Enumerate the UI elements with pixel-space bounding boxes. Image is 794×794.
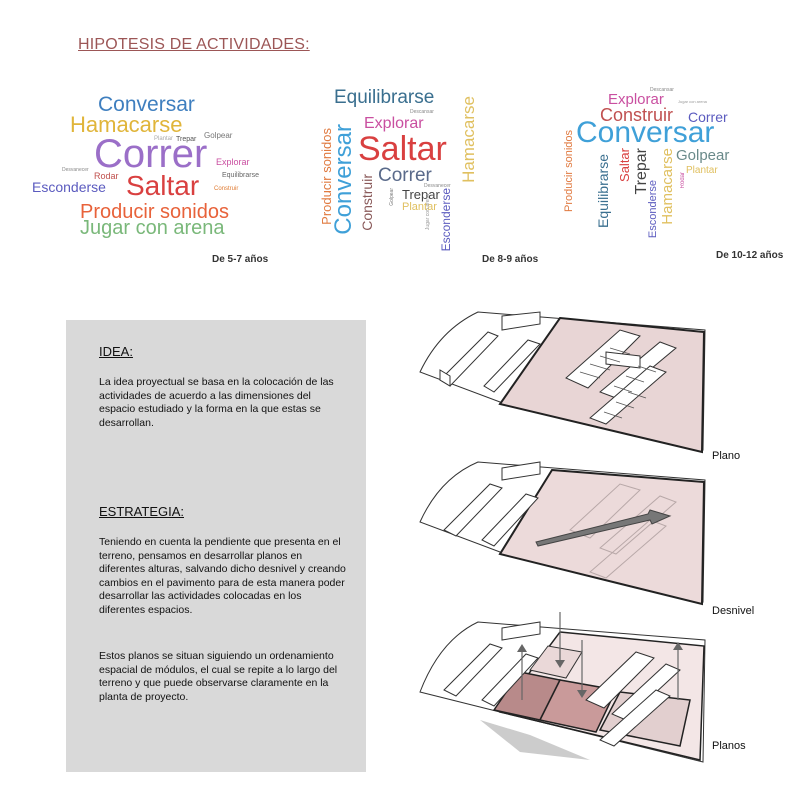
cloud-word: Correr	[94, 132, 208, 176]
cloud-word: Desvanecer	[62, 167, 89, 173]
page-title: HIPOTESIS DE ACTIVIDADES:	[78, 36, 310, 53]
cloud-word: Jugar con arena	[80, 217, 225, 239]
idea-body: La idea proyectual se basa en la colocac…	[99, 376, 334, 429]
word-cloud-10-12: Descansar Explorar Jugar con arena Const…	[560, 84, 740, 264]
cloud-word: Equilibrarse	[334, 87, 435, 108]
cloud-word: Rodar	[94, 171, 119, 181]
diagram-label-desnivel: Desnivel	[712, 605, 755, 617]
cloud-word: Correr	[688, 109, 728, 125]
cloud-caption: De 10-12 años	[716, 250, 784, 261]
cloud-word: Desvanecer	[424, 183, 451, 189]
diagram-label-plano: Plano	[712, 450, 741, 462]
cloud-word: Plantar	[402, 201, 437, 213]
cloud-word: Conversar	[98, 93, 195, 116]
diagram-plano	[419, 311, 706, 454]
word-cloud-5-7: Conversar Hamacarse Correr Golpear Trepa…	[30, 90, 280, 270]
cloud-word: Conversar	[576, 116, 715, 149]
cloud-word: Producir sonidos	[80, 201, 229, 223]
cloud-word: Plantar	[154, 136, 174, 142]
cloud-word: Hamacarse	[70, 112, 183, 137]
diagram-planos	[419, 612, 706, 763]
cloud-word: Correr	[378, 165, 432, 186]
word-cloud-8-9: Equilibrarse Hamacarse Descansar Explora…	[319, 84, 490, 264]
cloud-caption: De 5-7 años	[212, 254, 269, 265]
cloud-word: Saltar	[126, 170, 200, 201]
cloud-word: Golpear	[204, 131, 233, 140]
cloud-word: Equilibrarse	[222, 172, 259, 179]
cloud-word: Explorar	[608, 91, 664, 108]
cloud-word: Construir	[600, 105, 674, 125]
cloud-word: Trepar	[176, 136, 197, 143]
diagram-label-planos: Planos	[712, 740, 746, 752]
estrategia-body-2: Estos planos se situan siguiendo un orde…	[99, 650, 338, 703]
cloud-caption: De 8-9 años	[482, 254, 539, 265]
cloud-word: Descansar	[650, 87, 674, 93]
cloud-word: Golpear	[676, 147, 730, 164]
cloud-word: Saltar	[358, 130, 447, 168]
cloud-word: Explorar	[364, 115, 424, 132]
cloud-word: Construir	[214, 186, 239, 192]
cloud-word: Trepar	[402, 187, 440, 202]
cloud-word: Explorar	[216, 157, 250, 167]
idea-heading: IDEA:	[99, 344, 133, 359]
cloud-word: Jugar con arena	[678, 99, 707, 104]
text-panel: IDEA: La idea proyectual se basa en la c…	[66, 320, 366, 772]
diagram-desnivel	[419, 461, 706, 606]
cloud-word: Plantar	[686, 165, 718, 176]
cloud-word: Descansar	[410, 109, 434, 115]
estrategia-heading: ESTRATEGIA:	[99, 504, 184, 519]
cloud-word: Esconderse	[32, 179, 106, 195]
estrategia-body-1: Teniendo en cuenta la pendiente que pres…	[99, 536, 346, 616]
